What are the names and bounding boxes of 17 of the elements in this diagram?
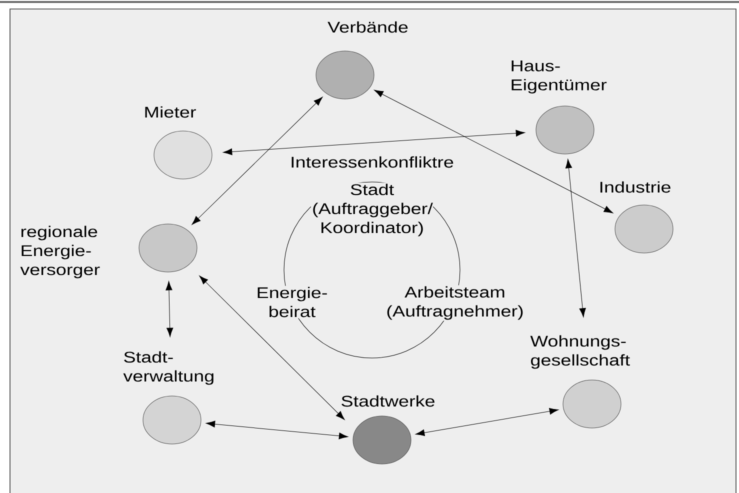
arrow <box>199 276 345 420</box>
arrow <box>565 159 586 318</box>
arrow <box>192 96 323 225</box>
arrow <box>415 408 559 436</box>
node-label: Wohnungs- gesellschaft <box>530 335 630 369</box>
arrow <box>206 420 348 440</box>
node-label: Stadt- verwaltung <box>123 351 214 385</box>
arrow <box>166 281 174 337</box>
node-label: regionale Energie- versorger <box>20 226 100 278</box>
heading: Interessenkonfliktre <box>292 156 454 168</box>
node-label: Stadtwerke <box>342 395 434 407</box>
arrow <box>222 130 526 156</box>
arrow <box>374 90 614 214</box>
node-label: Mieter <box>145 106 196 118</box>
node-label: Industrie <box>600 181 670 193</box>
node-label: Haus- Eigentümer <box>512 60 607 94</box>
node-label: Verbände <box>328 21 408 33</box>
